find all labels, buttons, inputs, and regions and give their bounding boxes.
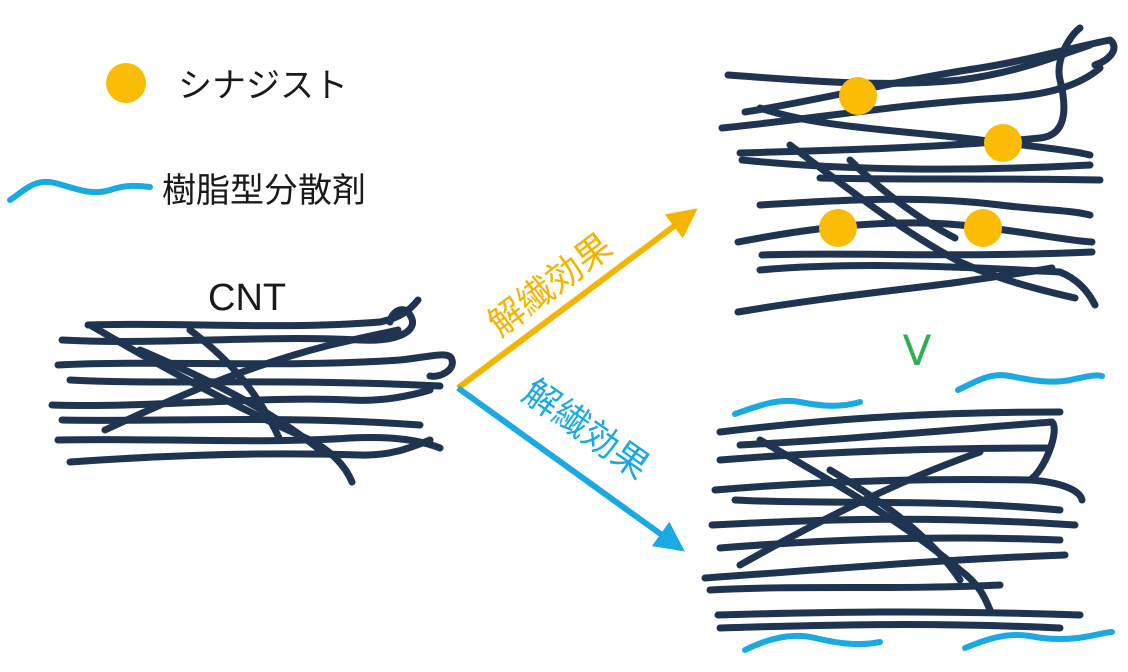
cnt-fiber (706, 581, 1004, 594)
lower-arrow-line (456, 385, 685, 552)
cnt-fiber (738, 156, 1094, 173)
upper-arrow: 解繊効果 (456, 208, 698, 391)
dispersant-chain (742, 632, 883, 653)
cnt-fiber (716, 408, 1064, 436)
lower-arrow: 解繊効果 (456, 372, 685, 552)
cnt-fiber (731, 496, 1064, 514)
lower-arrow-label: 解繊効果 (515, 372, 656, 488)
cnt-fiber (756, 195, 1094, 219)
cnt-fiber (716, 534, 1064, 552)
synergist-particle (839, 77, 877, 115)
cnt-fiber (846, 156, 959, 242)
cnt-fiber (66, 376, 444, 390)
cnt-fiber (186, 326, 284, 444)
cnt-fiber (734, 264, 1056, 316)
cnt-fiber (724, 41, 1094, 87)
cnt-fiber (66, 436, 434, 466)
legend: シナジスト 樹脂型分散剤 (7, 63, 366, 211)
cnt-fiber (716, 444, 1054, 464)
cnt-fiber (54, 434, 444, 452)
cnt-fiber (756, 262, 1099, 309)
synergist-legend-dot (106, 63, 146, 103)
dispersant-chain (962, 629, 1115, 651)
synergist-particles (819, 77, 1022, 247)
cnt-fiber (708, 515, 1079, 529)
dispersant-legend-line (7, 178, 153, 203)
cnt-fiber (48, 386, 434, 409)
comparison-symbol: V (903, 326, 932, 375)
cnt-fiber (736, 24, 1084, 157)
dispersant-legend-label: 樹脂型分散剤 (162, 171, 366, 211)
cnt-with-synergist (718, 24, 1118, 316)
cnt-fiber (741, 36, 1118, 116)
cnt-fiber (826, 466, 964, 584)
cnt-fiber (701, 551, 1069, 582)
cnt-bundle (48, 296, 456, 486)
cnt-fiber (714, 608, 1084, 619)
cnt-fiber (136, 346, 324, 454)
cnt-fiber (716, 621, 1064, 632)
cnt-fiber (816, 174, 1104, 184)
dispersant-chains (732, 372, 1115, 653)
dispersant-chain (732, 397, 863, 417)
synergist-particle (819, 209, 857, 247)
cnt-fiber (756, 104, 1094, 159)
synergist-particle (984, 124, 1022, 162)
cnt-fiber (734, 219, 1096, 246)
cnt-fiber (736, 448, 984, 569)
cnt-fiber (101, 326, 402, 434)
upper-arrow-line (456, 208, 698, 391)
cnt-label: CNT (208, 277, 286, 319)
synergist-particle (964, 209, 1002, 247)
cnt-fiber (786, 141, 1079, 302)
cnt-fiber (86, 321, 356, 486)
cnt-fiber (736, 418, 1058, 484)
cnt-fiber (58, 415, 424, 429)
cnt-fiber (758, 248, 1096, 259)
synergist-legend-label: シナジスト (178, 66, 348, 106)
dispersant-chain (955, 372, 1105, 393)
cnt-with-dispersant (701, 408, 1086, 632)
cnt-fiber (711, 475, 1086, 504)
